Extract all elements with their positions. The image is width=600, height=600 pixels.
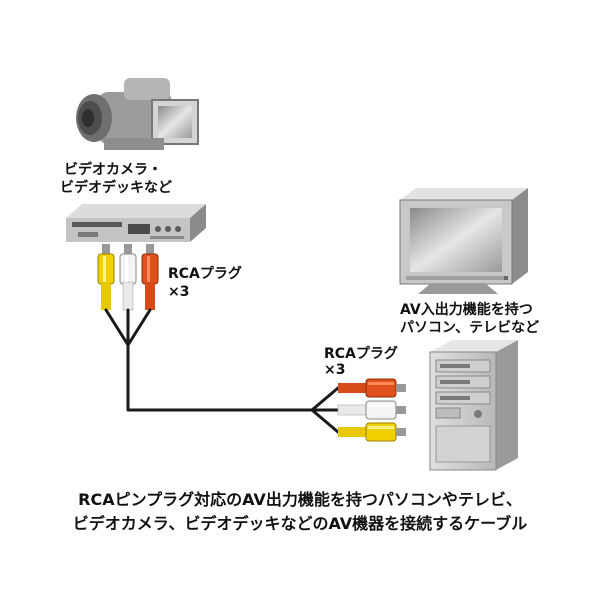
pc-tower-icon <box>429 340 518 471</box>
caption-line1: RCAピンプラグ対応のAV出力機能を持つパソコンやテレビ、 <box>78 490 522 509</box>
rca-plug-label-top: RCAプラグ <box>168 266 242 282</box>
rca-plug-white <box>119 244 137 311</box>
cable <box>104 308 340 434</box>
tv-label-line2: パソコン、テレビなど <box>400 320 540 336</box>
rca-plug-red-right <box>338 378 406 398</box>
camcorder-label-line2: ビデオデッキなど <box>60 180 172 196</box>
vcr-icon <box>66 204 206 242</box>
tv-label-line1: AV入出力機能を持つ <box>400 302 533 318</box>
camcorder-icon <box>76 78 199 150</box>
rca-plug-yellow-right <box>338 422 406 442</box>
rca-plugs-horizontal <box>337 378 406 442</box>
rca-plug-white-right <box>337 400 406 420</box>
rca-plug-yellow <box>97 244 115 310</box>
tv-icon <box>399 188 528 294</box>
rca-count-label-right: ×3 <box>324 362 346 378</box>
rca-count-label-top: ×3 <box>168 284 190 300</box>
rca-plug-red <box>141 244 159 310</box>
rca-plug-label-right: RCAプラグ <box>324 346 398 362</box>
rca-plugs-vertical <box>97 244 159 311</box>
camcorder-label-line1: ビデオカメラ・ <box>64 162 162 178</box>
caption-line2: ビデオカメラ、ビデオデッキなどのAV機器を接続するケーブル <box>72 514 528 533</box>
